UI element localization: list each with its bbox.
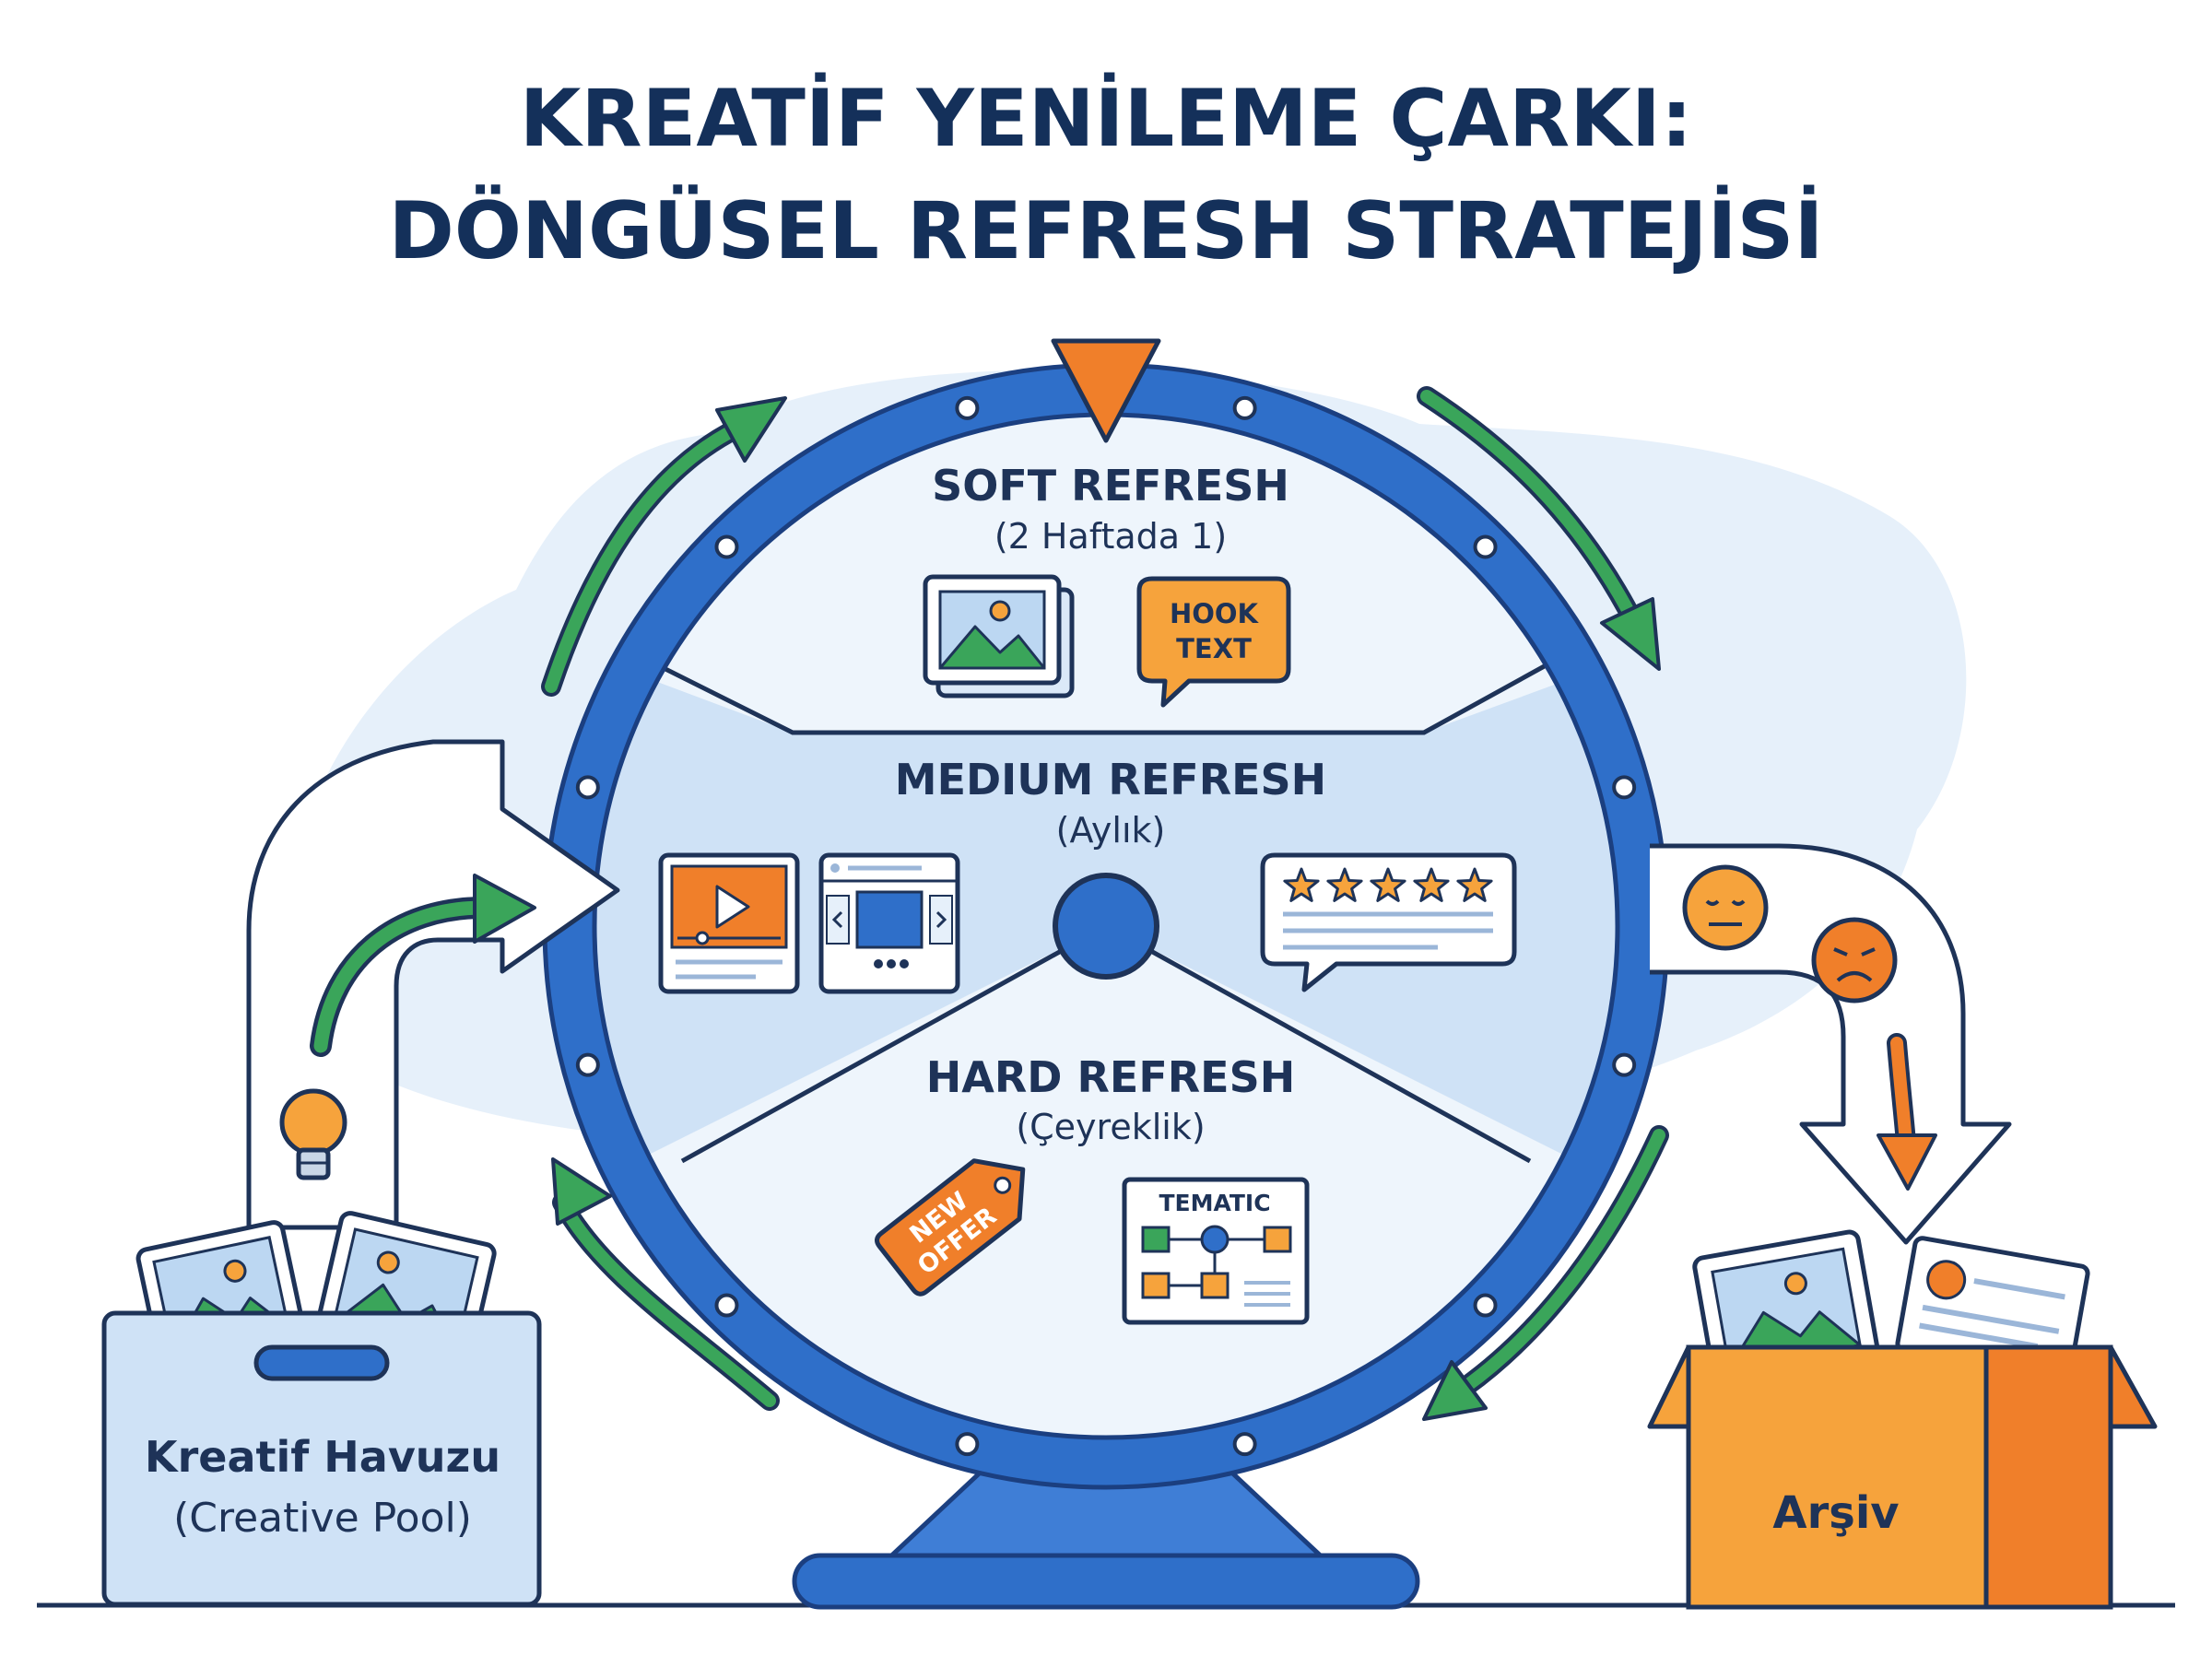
rim-dot [1232, 1432, 1257, 1457]
pool-name: Kreatif Havuzu [145, 1432, 500, 1482]
rim-dot [714, 534, 739, 559]
creative-pool-box: Kreatif Havuzu (Creative Pool) [101, 1211, 542, 1607]
medium-refresh-label: MEDIUM REFRESH [895, 755, 1326, 804]
rim-dot [575, 1052, 600, 1077]
hard-refresh-frequency: (Çeyreklik) [1016, 1107, 1205, 1147]
rim-dot [575, 775, 600, 800]
rim-dot [714, 1293, 739, 1318]
speech-bubble-icon: HOOK TEXT [1136, 576, 1291, 708]
rotation-arrow-bottom-right [1459, 1129, 1665, 1393]
archive-document-card [1895, 1236, 2090, 1381]
star-icon [1370, 867, 1406, 902]
rotation-arrowheads [551, 396, 1661, 1421]
star-review-icon [1260, 852, 1517, 992]
tematic-board-title: TEMATIC [1159, 1190, 1270, 1216]
rotation-arrow-top-right [1420, 390, 1633, 615]
star-icon [1326, 867, 1363, 902]
rim-dot [955, 1432, 980, 1457]
rotation-arrows [545, 390, 1665, 1407]
pool-subtitle: (Creative Pool) [173, 1495, 472, 1542]
star-icon [1413, 867, 1450, 902]
price-tag-icon: NEW OFFER [875, 1158, 1026, 1297]
rim-dot [1473, 534, 1498, 559]
archive-name: Arşiv [1772, 1487, 1899, 1539]
title-line-2: DÖNGÜSEL REFRESH STRATEJİSİ [389, 184, 1824, 277]
carousel-icon [818, 852, 960, 994]
hook-text-line-1: HOOK [1170, 598, 1260, 629]
rim-dot [1232, 395, 1257, 420]
soft-refresh-label: SOFT REFRESH [932, 461, 1289, 511]
wheel-stand-base [792, 1553, 1420, 1610]
rim-dot [1612, 1052, 1637, 1077]
star-icon [1283, 867, 1320, 902]
hard-refresh-label: HARD REFRESH [926, 1052, 1295, 1102]
medium-refresh-frequency: (Aylık) [1056, 810, 1166, 851]
rating-stars [1283, 867, 1493, 902]
sad-face-icon [1811, 917, 1898, 1004]
rotation-arrow-bottom-left [556, 1196, 776, 1407]
title-line-1: KREATİF YENİLEME ÇARKI: [520, 72, 1693, 165]
wheel-pointer [1051, 338, 1161, 443]
rim-dots [575, 395, 1637, 1457]
star-icon [1456, 867, 1493, 902]
flowchart-icon: TEMATIC [1122, 1177, 1310, 1325]
archive-box: Arşiv [1647, 1229, 2158, 1610]
segment-dividers [643, 656, 1559, 1164]
video-player-icon [658, 852, 800, 994]
rim-dot [1612, 775, 1637, 800]
soft-refresh-frequency: (2 Haftada 1) [994, 516, 1227, 557]
image-stack-icon [923, 574, 1075, 698]
lightbulb-icon [279, 1088, 347, 1180]
rim-dot [1473, 1293, 1498, 1318]
neutral-face-icon [1682, 864, 1769, 951]
rotation-arrow-top-left [545, 427, 735, 693]
hook-text-line-2: TEXT [1176, 633, 1252, 664]
wheel-hub [1053, 873, 1159, 980]
rim-dot [955, 395, 980, 420]
